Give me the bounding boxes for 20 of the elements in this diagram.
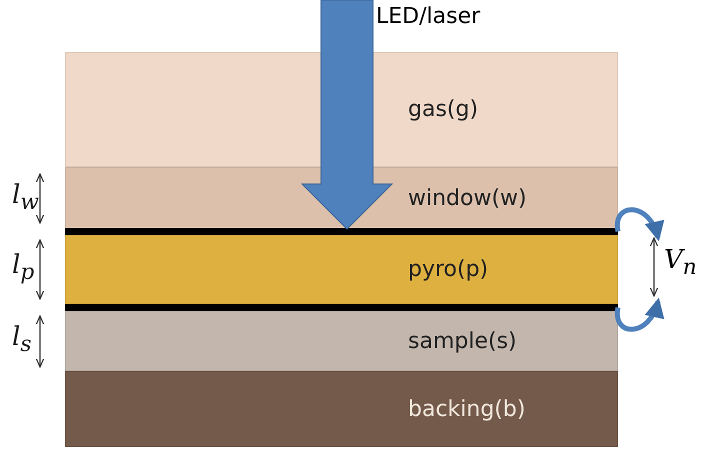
- backing-layer: [65, 371, 618, 447]
- gas-layer: [65, 52, 618, 167]
- sample-layer: [65, 311, 618, 371]
- curved-arrow: [614, 298, 663, 332]
- layer-label: gas(g): [408, 97, 478, 122]
- layer-label: sample(s): [408, 328, 517, 354]
- pyro-layer: [65, 235, 618, 304]
- layer-label: backing(b): [408, 396, 526, 422]
- window-layer: [65, 167, 618, 229]
- electrode: [65, 304, 618, 311]
- curved-arrow: [614, 207, 663, 242]
- layer-label: window(w): [408, 186, 527, 210]
- electrode: [65, 228, 618, 235]
- source-label: LED/laser: [376, 4, 480, 29]
- thickness-symbol: l$_{w}$: [12, 180, 39, 216]
- thickness-symbol: l$_{p}$: [12, 250, 34, 286]
- layer-label: pyro(p): [408, 257, 488, 282]
- light-beam-arrow: [300, 0, 394, 230]
- voltage-symbol: V$_{n}$: [664, 245, 697, 280]
- thickness-symbol: l$_{s}$: [12, 322, 32, 358]
